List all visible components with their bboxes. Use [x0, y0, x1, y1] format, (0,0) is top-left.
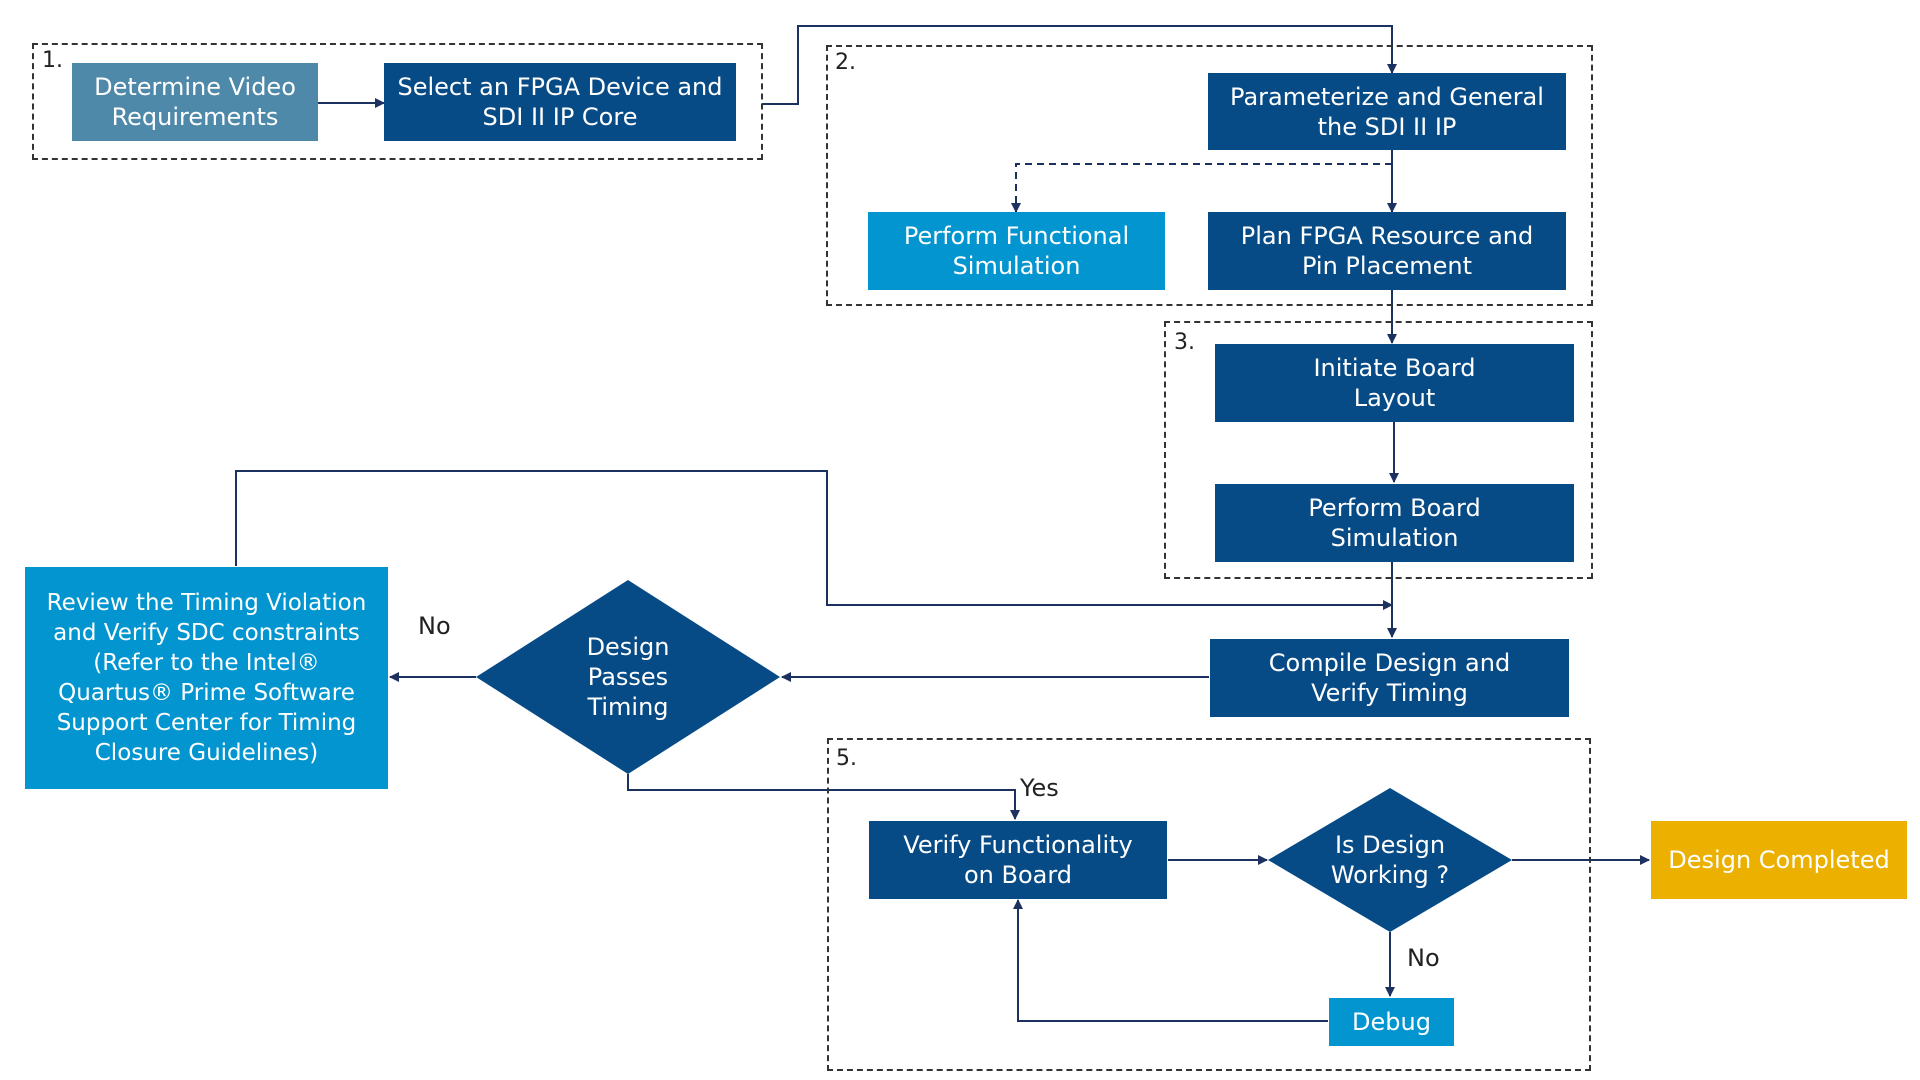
node-design-completed: Design Completed	[1651, 821, 1907, 899]
edge-review-to-compile	[235, 470, 1393, 610]
node-debug: Debug	[1329, 998, 1454, 1046]
group-box-1	[32, 43, 763, 160]
edge-debug-to-verify	[1013, 899, 1328, 1022]
edge-passes-timing-to-verify	[627, 774, 1020, 820]
node-verify-functionality-on-board: Verify Functionality on Board	[869, 821, 1167, 899]
group-box-3	[1164, 321, 1593, 579]
node-select-fpga-device: Select an FPGA Device and SDI II IP Core	[384, 63, 736, 141]
edge-label-no-timing: No	[418, 612, 451, 640]
edge-parameterize-to-functional-sim	[1011, 163, 1392, 213]
node-parameterize-sdi-ip: Parameterize and General the SDI II IP	[1208, 73, 1566, 150]
group-label-5: 5.	[836, 746, 857, 771]
edge-select-to-parameterize	[762, 25, 1397, 105]
node-initiate-board-layout: Initiate Board Layout	[1215, 344, 1574, 422]
decision-is-design-working: Is Design Working ?	[1330, 831, 1450, 889]
node-review-timing-violation: Review the Timing Violation and Verify S…	[25, 567, 388, 789]
decision-design-passes-timing: Design Passes Timing	[586, 633, 670, 721]
group-box-2	[826, 45, 1593, 306]
node-determine-video-requirements: Determine Video Requirements	[72, 63, 318, 141]
group-label-1: 1.	[42, 48, 63, 73]
edge-label-no-working: No	[1407, 944, 1440, 972]
edge-label-yes-timing: Yes	[1020, 774, 1059, 802]
node-plan-fpga-resource: Plan FPGA Resource and Pin Placement	[1208, 212, 1566, 290]
is-working-diamond	[1268, 788, 1512, 932]
group-label-3: 3.	[1174, 330, 1195, 355]
node-compile-design-verify-timing: Compile Design and Verify Timing	[1210, 639, 1569, 717]
node-perform-functional-simulation: Perform Functional Simulation	[868, 212, 1165, 290]
passes-timing-diamond	[476, 580, 780, 774]
group-box-5	[827, 738, 1591, 1071]
node-perform-board-simulation: Perform Board Simulation	[1215, 484, 1574, 562]
group-label-2: 2.	[835, 50, 856, 75]
